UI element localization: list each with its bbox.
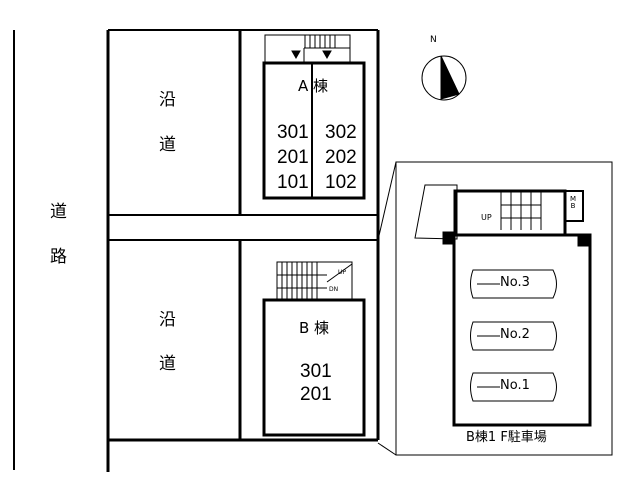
roadside-label: 沿	[159, 90, 176, 110]
roadside-label: 沿	[159, 310, 176, 330]
road-label: 道	[50, 202, 67, 222]
unit-label: 302	[325, 122, 357, 143]
entrance-arrow-icon	[322, 50, 332, 60]
unit-label: 301	[300, 361, 332, 382]
unit-label: 202	[325, 147, 357, 168]
unit-label: 201	[300, 384, 332, 405]
compass-label: N	[430, 35, 437, 45]
unit-label: 201	[277, 147, 309, 168]
parking-space-3: No.3	[500, 275, 530, 290]
stair-dn-label: DN	[329, 286, 339, 293]
building-b-title: B 棟	[299, 319, 330, 337]
roadside-label: 道	[159, 354, 176, 374]
compass-circle	[421, 55, 467, 101]
car-icons	[470, 269, 557, 402]
parking-space-2: No.2	[500, 327, 530, 342]
unit-label: 301	[277, 122, 309, 143]
road-label: 路	[50, 247, 67, 267]
parking-caption: B棟1 F駐車場	[466, 430, 547, 445]
parking-inset-frame	[395, 161, 613, 456]
unit-label: 101	[277, 172, 309, 193]
unit-label: 102	[325, 172, 357, 193]
building-a-title: A 棟	[298, 77, 329, 95]
stair-up-label: UP	[338, 269, 347, 276]
stair-up-label: UP	[481, 213, 492, 222]
mb-label: M B	[569, 195, 577, 210]
parking-space-1: No.1	[500, 378, 530, 393]
north-arrow-icon	[440, 55, 460, 100]
roadside-label: 道	[159, 135, 176, 155]
entrance-arrow-icon	[291, 50, 301, 60]
